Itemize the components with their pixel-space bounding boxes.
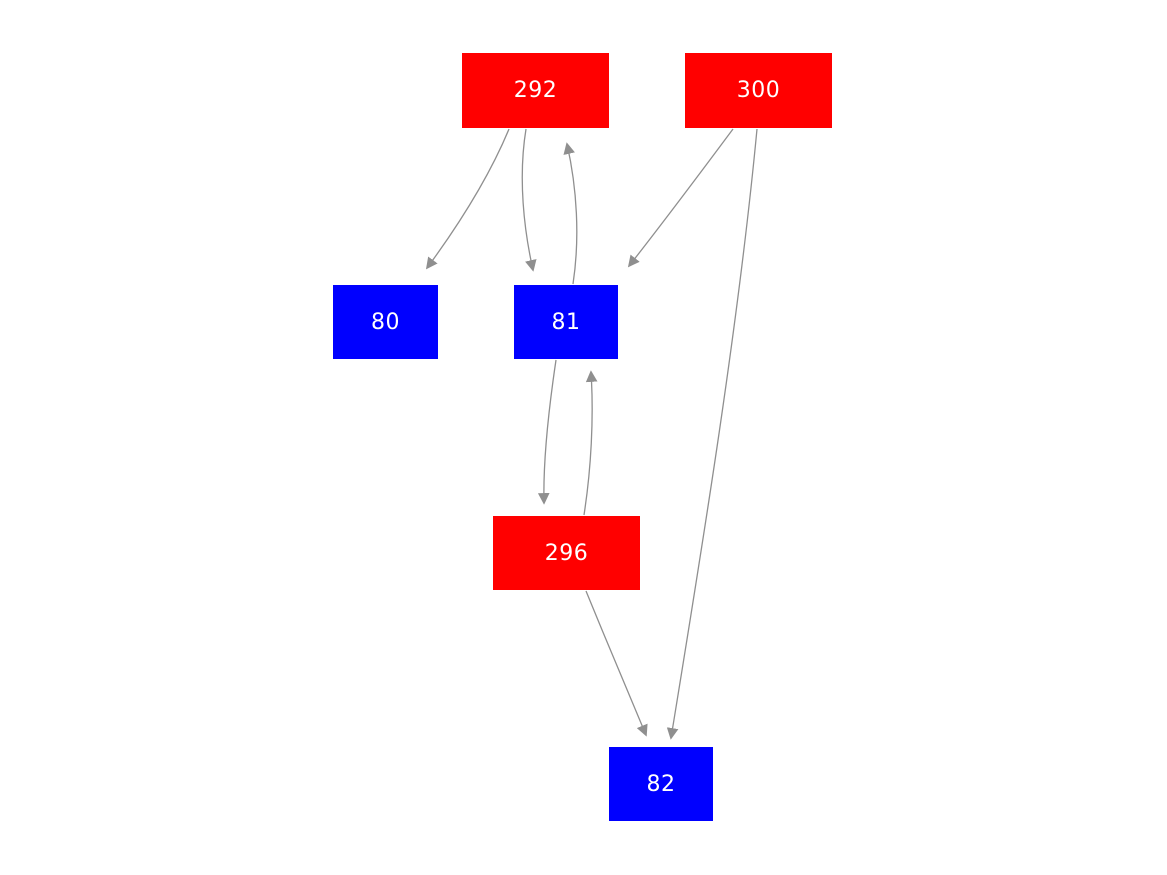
edge-292-to-80 — [425, 128, 510, 270]
node-296-label: 296 — [544, 540, 589, 566]
node-296: 296 — [493, 516, 640, 590]
edge-300-to-82 — [666, 128, 758, 740]
node-80: 80 — [333, 285, 438, 359]
node-81-label: 81 — [551, 309, 581, 335]
node-300: 300 — [685, 53, 832, 128]
edge-296-to-81 — [583, 370, 598, 516]
node-292-label: 292 — [513, 78, 558, 103]
edge-296-to-82 — [585, 590, 648, 737]
edge-81-to-296 — [537, 359, 557, 505]
edge-300-to-81 — [627, 128, 734, 268]
node-81: 81 — [514, 285, 618, 359]
node-80-label: 80 — [371, 309, 400, 335]
edge-292-to-81 — [521, 128, 537, 272]
node-292: 292 — [462, 53, 609, 128]
node-300-label: 300 — [736, 78, 781, 103]
node-82-label: 82 — [646, 771, 676, 797]
edge-81-to-292 — [563, 142, 578, 285]
node-82: 82 — [609, 747, 713, 821]
